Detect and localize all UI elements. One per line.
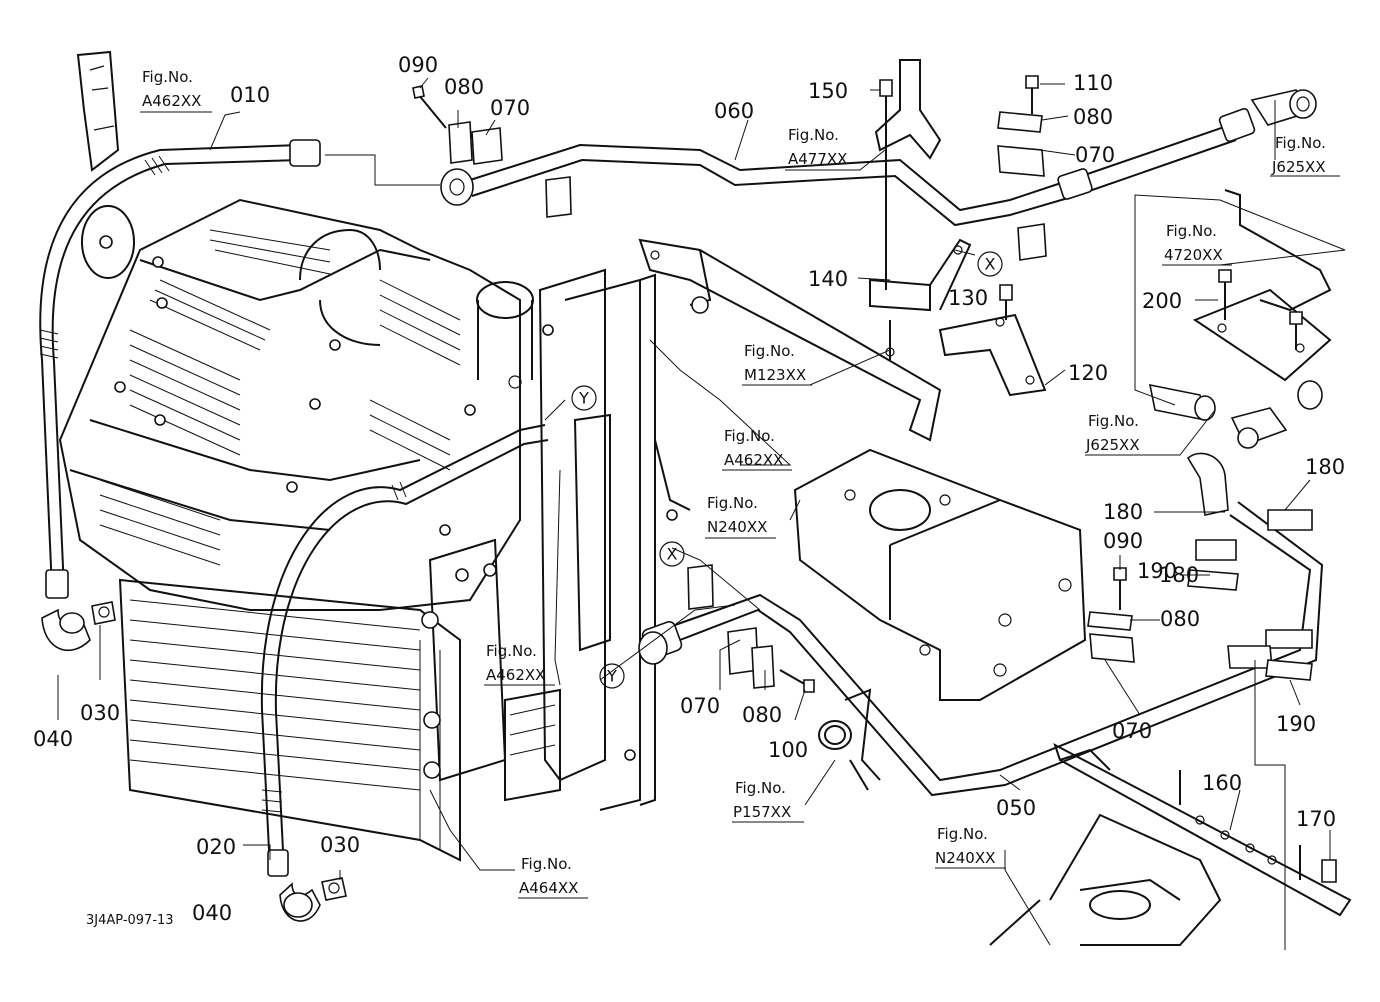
pipe-060 [440,107,1256,227]
fig-caption: Fig.No. [1275,134,1326,152]
fig-ref: 4720XX [1164,246,1223,264]
fig-caption: Fig.No. [707,494,758,512]
part-label: 080 [1160,607,1200,631]
part-label: 180 [1159,563,1199,587]
bolts-130-150 [874,59,1013,320]
pipe-050 [638,452,1324,797]
view-marker-x: X [985,255,996,274]
fig-ref-underlines [140,111,1340,899]
part-label: 160 [1202,771,1242,795]
fig-ref: N240XX [707,518,767,536]
fig-ref: P157XX [733,803,791,821]
bracket-n240-center [793,448,1087,701]
clamp-set-top [412,85,572,218]
view-marker-y: Y [578,389,589,408]
part-label: 130 [948,286,988,310]
part-label: 040 [192,901,232,925]
view-markers: X Y Y X [571,251,1003,689]
fig-ref: A462XX [142,92,201,110]
part-label: 100 [768,738,808,762]
part-label: 080 [742,703,782,727]
fig-ref: N240XX [935,849,995,867]
adapter-030 [91,601,347,901]
leader-lines [57,77,1346,950]
fig-ref: A464XX [519,879,578,897]
view-marker-y: Y [606,667,617,686]
clamp-set-right [997,75,1047,261]
bracket-140 [869,238,972,312]
part-label: 050 [996,796,1036,820]
fig-ref: M123XX [744,366,806,384]
part-label: 190 [1276,712,1316,736]
fig-ref: J625XX [1085,436,1140,454]
part-label: 080 [1073,105,1113,129]
part-number-labels: 010 020 030 030 040 040 050 060 070 070 … [33,53,1345,925]
part-label: 120 [1068,361,1108,385]
fig-caption: Fig.No. [142,68,193,86]
view-marker-x: X [667,545,678,564]
part-label: 060 [714,99,754,123]
frame-panels [504,268,691,811]
bracket-bar-m123 [638,238,942,442]
fittings-j625 [1148,89,1323,449]
fig-ref: J625XX [1271,158,1326,176]
fig-caption: Fig.No. [937,825,988,843]
fig-caption: Fig.No. [1166,222,1217,240]
plate-200 [1192,189,1332,382]
fig-caption: Fig.No. [521,855,572,873]
part-label: 140 [808,267,848,291]
part-label: 180 [1305,455,1345,479]
bracket-n240-lower [989,813,1222,946]
diagram-code: 3J4AP-097-13 [86,913,174,928]
part-label: 010 [230,83,270,107]
hose-clamp [818,688,881,791]
fig-ref-labels: Fig.No. A462XX Fig.No. A477XX Fig.No. J6… [142,68,1326,897]
part-label: 170 [1296,807,1336,831]
part-label: 070 [490,96,530,120]
part-label: 080 [444,75,484,99]
fig-ref: A477XX [788,150,847,168]
elbow-040-upper [41,608,91,651]
part-label: 070 [680,694,720,718]
part-label: 180 [1103,500,1143,524]
fig-caption: Fig.No. [788,126,839,144]
radiator-assembly [58,50,534,862]
bracket-120 [938,313,1047,397]
hose-010 [39,139,321,599]
clamp-set-lower-right [1087,509,1313,681]
part-label: 040 [33,727,73,751]
fig-ref: A462XX [486,666,545,684]
part-label: 190 [1137,559,1177,583]
part-label: 070 [1112,719,1152,743]
part-label: 150 [808,79,848,103]
elbow-040-lower [279,882,321,922]
part-label: 030 [80,701,120,725]
fig-caption: Fig.No. [735,779,786,797]
part-label: 070 [1075,143,1115,167]
part-label: 090 [398,53,438,77]
part-label: 110 [1073,71,1113,95]
fig-caption: Fig.No. [724,427,775,445]
fig-ref: A462XX [724,451,783,469]
bar-160 [1053,742,1352,917]
fig-caption: Fig.No. [486,642,537,660]
hose-020 [260,424,549,877]
part-label: 020 [196,835,236,859]
part-label: 200 [1142,289,1182,313]
fig-caption: Fig.No. [1088,412,1139,430]
clamp-set-center [687,564,815,693]
part-label: 090 [1103,529,1143,553]
part-label: 030 [320,833,360,857]
fig-caption: Fig.No. [744,342,795,360]
